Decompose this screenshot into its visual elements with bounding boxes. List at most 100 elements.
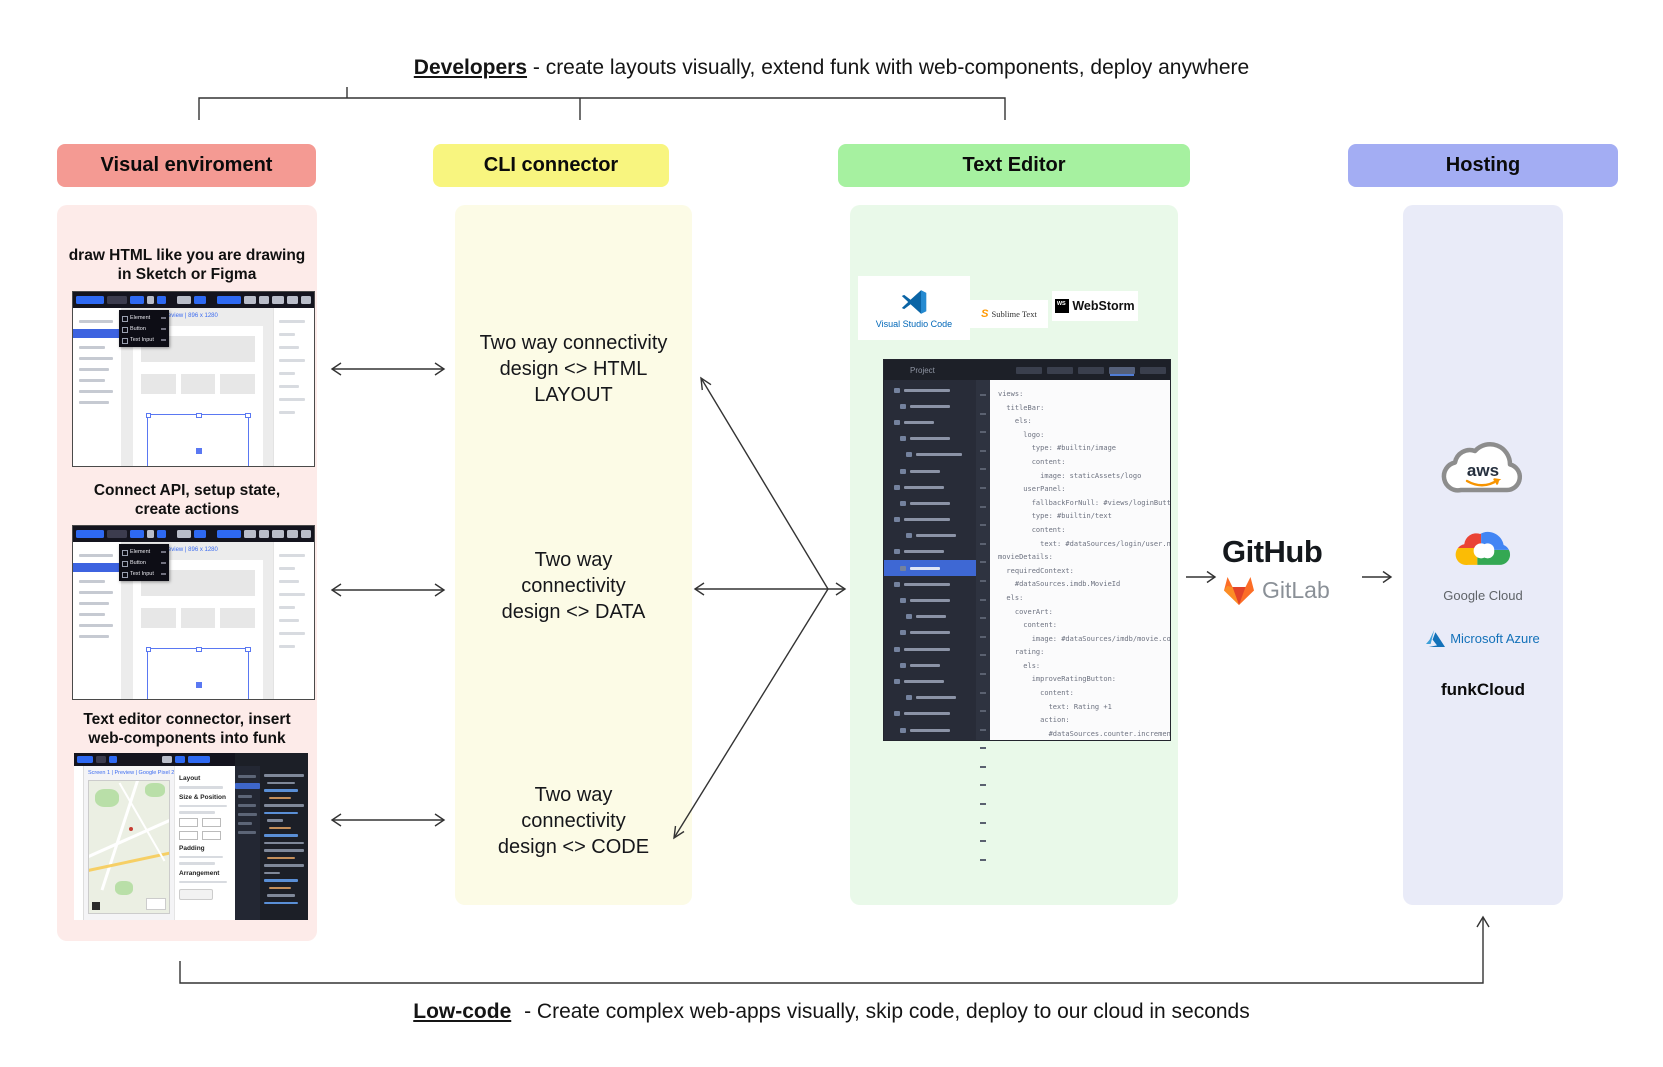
- code-line: image: staticAssets/logo: [998, 471, 1142, 480]
- code-line: titleBar:: [998, 403, 1045, 412]
- note-line: connectivity: [521, 575, 626, 597]
- design-tool-layer-tree: [73, 542, 122, 699]
- caption-line: create actions: [134, 501, 240, 518]
- code-line: els:: [998, 417, 1032, 426]
- webstorm-logo: WS WebStorm: [1052, 291, 1138, 321]
- header-visual-environment-label: Visual enviroment: [100, 154, 273, 176]
- google-cloud-icon: [1453, 524, 1513, 577]
- code-line: #dataSources.imdb.MovieId: [998, 580, 1121, 589]
- webstorm-label: WebStorm: [1072, 299, 1135, 313]
- props-label-layout: Layout: [179, 775, 201, 782]
- vscode-logo: Visual Studio Code: [858, 276, 970, 340]
- ide-line-numbers: [976, 380, 990, 861]
- note-line: design <> CODE: [497, 836, 650, 858]
- top-banner-text: - create layouts visually, extend funk w…: [527, 56, 1250, 79]
- menu-item: Text Input: [119, 568, 169, 579]
- map-info-card: [146, 898, 166, 910]
- google-map-embed: [88, 780, 170, 914]
- header-cli-connector: CLI connector: [433, 144, 669, 187]
- ide-titlebar: Project: [884, 360, 1170, 380]
- design-tool-layer-tree: [73, 308, 122, 466]
- header-hosting-label: Hosting: [1445, 154, 1521, 176]
- ide-code-area: views: titleBar: els: logo: type: #built…: [990, 380, 1170, 740]
- caption-line: Connect API, setup state,: [93, 482, 281, 499]
- azure-label: Microsoft Azure: [1450, 631, 1540, 646]
- vscode-icon: [901, 290, 927, 314]
- mini-code-lines: [260, 766, 308, 920]
- bottom-banner-text: - Create complex web-apps visually, skip…: [518, 1000, 1250, 1023]
- caption-text-editor-connector: Text editor connector, insert web-compon…: [62, 710, 312, 748]
- code-line: requiredContext:: [998, 566, 1074, 575]
- code-line: text: #dataSources/login/user.name: [998, 539, 1170, 548]
- note-line: design <> DATA: [501, 601, 646, 623]
- map-editor-breadcrumb: Screen 1 | Preview | Google Pixel 2: [88, 770, 175, 776]
- note-line: connectivity: [521, 810, 626, 832]
- design-tool-breadcrumb: Screen 1 | Preview | 896 x 1280: [133, 547, 218, 553]
- code-line: logo:: [998, 430, 1045, 439]
- google-cloud-label: Google Cloud: [1443, 588, 1523, 603]
- map-editor-left-strip: [74, 766, 84, 920]
- code-line: action:: [998, 716, 1070, 725]
- gitlab-icon: [1224, 577, 1254, 605]
- sublime-logo: S Sublime Text: [970, 300, 1048, 328]
- code-line: fallbackForNull: #views/loginButton: [998, 498, 1170, 507]
- code-line: movieDetails:: [998, 553, 1053, 562]
- code-line: els:: [998, 593, 1024, 602]
- design-tool-toolbar: [73, 526, 314, 542]
- props-label-arrangement: Arrangement: [179, 869, 220, 877]
- sublime-icon: S: [981, 308, 989, 320]
- note-data: Two way connectivity design <> DATA: [455, 547, 692, 625]
- ide-project-tree: [884, 380, 976, 740]
- note-html-layout: Two way connectivity design <> HTML LAYO…: [455, 330, 692, 408]
- header-hosting: Hosting: [1348, 144, 1618, 187]
- artboard-selected-rect: [145, 646, 251, 699]
- map-marker: [129, 827, 133, 831]
- code-line: views:: [998, 390, 1024, 398]
- code-line: content:: [998, 621, 1058, 630]
- caption-connect-api: Connect API, setup state, create actions: [62, 481, 312, 519]
- artboard-thumbnails: [141, 608, 256, 628]
- ide-screenshot: Project views: titleBar: els: logo: type…: [884, 360, 1170, 861]
- bottom-banner: Low-code - Create complex web-apps visua…: [0, 1000, 1663, 1024]
- props-label-padding: Padding: [179, 844, 205, 852]
- caption-line: draw HTML like you are drawing: [68, 247, 306, 264]
- note-line: LAYOUT: [534, 384, 613, 406]
- code-line: improveRatingButton:: [998, 675, 1117, 684]
- artboard-thumbnails: [141, 374, 256, 394]
- caption-line: web-components into funk: [88, 730, 286, 747]
- webstorm-icon: WS: [1055, 299, 1070, 313]
- gitlab-logo: GitLab: [1222, 574, 1330, 606]
- note-line: Two way connectivity: [479, 332, 668, 354]
- note-code: Two way connectivity design <> CODE: [455, 782, 692, 860]
- azure-icon: [1426, 630, 1446, 647]
- note-line: Two way: [534, 549, 613, 571]
- ide-project-label: Project: [910, 365, 935, 375]
- map-editor-properties-panel: Layout Size & Position Padding Arrangeme…: [174, 766, 235, 920]
- gitlab-label: GitLab: [1262, 576, 1330, 603]
- top-bracket: [198, 97, 1006, 120]
- map-zoom-control: [92, 902, 100, 910]
- menu-item: Button: [119, 323, 169, 334]
- code-line: image: #dataSources/imdb/movie.coverArt: [1031, 634, 1170, 643]
- funkcloud-label: funkCloud: [1440, 680, 1526, 699]
- design-tool-artboard: [133, 560, 263, 699]
- map-editor-screenshot: Screen 1 | Preview | Google Pixel 2 Layo…: [74, 753, 308, 920]
- props-size-inputs: [179, 817, 231, 827]
- design-tool-properties-panel: [273, 542, 314, 699]
- code-line: rating:: [998, 648, 1045, 657]
- caption-draw-html: draw HTML like you are drawing in Sketch…: [62, 246, 312, 284]
- header-visual-environment: Visual enviroment: [57, 144, 316, 187]
- menu-item: Text Input: [119, 334, 169, 345]
- code-line: content:: [998, 457, 1066, 466]
- code-line: content:: [998, 689, 1074, 698]
- code-line: type: #builtin/text: [998, 512, 1112, 521]
- code-line: userPanel:: [998, 485, 1066, 494]
- bottom-banner-keyword: Low-code: [413, 1000, 512, 1023]
- menu-item: Element: [119, 312, 169, 323]
- top-banner-keyword: Developers: [413, 56, 528, 79]
- props-label-size-position: Size & Position: [179, 793, 226, 801]
